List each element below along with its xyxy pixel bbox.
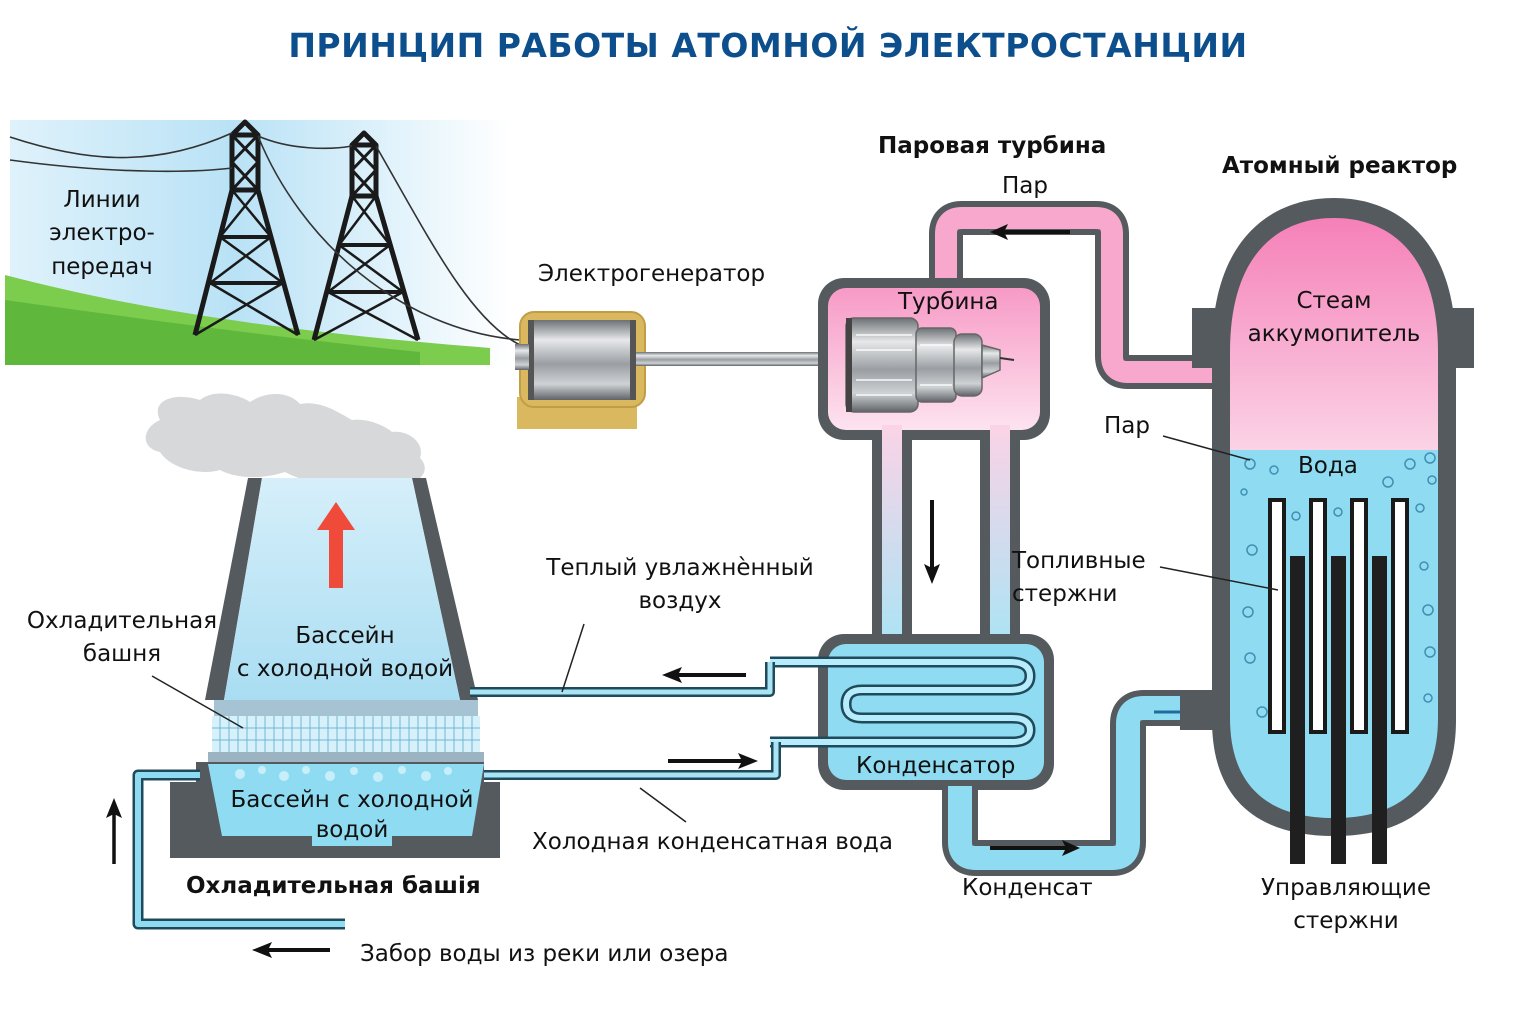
- label-lower-pool: Бассейн с холодной водой: [222, 786, 482, 846]
- label-reactor-heading: Атомный реактор: [1222, 153, 1458, 179]
- cold-water-flow-arrow: [668, 753, 758, 769]
- label-generator: Электрогенератор: [538, 261, 766, 287]
- label-water-intake: Забор воды из реки или озера: [360, 941, 729, 967]
- fuel-rods: [1268, 498, 1409, 734]
- warm-water-pipe: [470, 662, 773, 695]
- label-line: Охладительная: [26, 608, 218, 634]
- condenser-coil: [770, 659, 1033, 745]
- water-droplets: [235, 766, 452, 782]
- label-line: башня: [82, 641, 162, 668]
- tower-interior: [224, 478, 460, 700]
- intake-up-arrow: [106, 798, 122, 864]
- label-condenser: Конденсатор: [856, 753, 1016, 779]
- label-line: Линии: [63, 187, 141, 213]
- turbine-rotor: [845, 317, 1015, 413]
- label-cooling-tower-heading: Охладительная башiя: [186, 873, 481, 899]
- steam-cloud-icon: [145, 393, 425, 487]
- control-rod: [1290, 556, 1305, 864]
- warm-air-rising-arrow: [317, 502, 355, 588]
- steam-accumulator-zone: [1230, 218, 1438, 450]
- transmission-tower-left: [192, 119, 301, 337]
- label-steam-accumulator: Стеам аккумопитель: [1234, 285, 1434, 352]
- exhaust-flow-arrow-down: [924, 500, 940, 584]
- label-cold-condensate-water: Холодная конденсатная вода: [532, 829, 893, 855]
- page-title: ПРИНЦИП РАБОТЫ АТОМНОЙ ЭЛЕКТРОСТАНЦИИ: [288, 26, 1248, 65]
- steam-pipe: [935, 207, 1222, 383]
- label-condensate: Конденсат: [962, 875, 1093, 901]
- label-steam-turbine-heading: Паровая турбина: [878, 133, 1107, 159]
- generator-rotor: [528, 320, 636, 400]
- label-line: Управляющие: [1261, 875, 1431, 901]
- label-steam-top: Пар: [1002, 173, 1048, 199]
- cooling-tower: [145, 393, 500, 858]
- condenser: [770, 634, 1240, 876]
- label-steam-side: Пар: [1104, 413, 1150, 439]
- electric-generator: [515, 311, 846, 429]
- exhaust-pipe-right: [990, 425, 1010, 650]
- steam-bubbles: [1240, 452, 1437, 718]
- label-line: воздух: [638, 588, 722, 615]
- control-rods: [1290, 556, 1387, 864]
- label-line: с холодной водой: [236, 656, 454, 683]
- fuel-rod: [1268, 498, 1286, 734]
- label-water: Вода: [1298, 453, 1358, 479]
- label-fuel-rods: Топливные стержни: [1012, 545, 1146, 612]
- tower-wall-right: [412, 478, 478, 700]
- fuel-rod: [1350, 498, 1368, 734]
- condensate-flow-arrow: [990, 840, 1080, 856]
- control-rod: [1372, 556, 1387, 864]
- label-line: аккумопитель: [1247, 321, 1421, 348]
- steam-flow-arrow-left: [990, 224, 1070, 240]
- river-intake-pipe: [135, 772, 345, 927]
- leader-lines: [151, 435, 1279, 823]
- label-line: передач: [51, 253, 153, 280]
- label-line: Топливные: [1012, 548, 1146, 574]
- turbine-shaft: [636, 352, 846, 366]
- label-cooling-tower-callout: Охладительная башня: [22, 605, 222, 672]
- exhaust-pipe-left: [882, 425, 902, 650]
- power-wires: [9, 132, 521, 346]
- intake-flow-arrow: [252, 942, 330, 958]
- nuclear-reactor: [1180, 198, 1474, 864]
- label-line: Бассейн: [295, 623, 395, 649]
- label-line: Стеам: [1296, 288, 1372, 314]
- label-line: стержни: [1012, 581, 1118, 608]
- steam-turbine: [818, 201, 1222, 650]
- label-power-lines: Линии электро- передач: [42, 184, 162, 284]
- label-line: стержни: [1293, 908, 1399, 935]
- transmission-tower-right: [311, 130, 421, 342]
- label-control-rods: Управляющие стержни: [1236, 872, 1456, 939]
- cold-condensate-pipe: [484, 742, 779, 778]
- label-warm-air: Теплый увлажнѐнный воздух: [530, 552, 830, 619]
- fuel-rod: [1391, 498, 1409, 734]
- label-line: водой: [315, 816, 389, 843]
- label-line: Теплый увлажнѐнный: [546, 555, 814, 581]
- condensate-pipe: [948, 696, 1240, 870]
- control-rod: [1331, 556, 1346, 864]
- label-upper-pool: Бассейн с холодной водой: [230, 620, 460, 687]
- warm-water-flow-arrow: [662, 667, 746, 683]
- grass-hill-front: [5, 300, 420, 365]
- label-line: электро-: [49, 220, 155, 247]
- power-lines-scene: [5, 119, 521, 365]
- tower-wall-left: [205, 478, 262, 700]
- cold-water-basin: [208, 764, 484, 836]
- cooling-water-pipes: [106, 662, 781, 958]
- fuel-rod: [1309, 498, 1327, 734]
- label-turbine: Турбина: [898, 289, 999, 315]
- label-line: Бассейн с холодной: [230, 787, 474, 813]
